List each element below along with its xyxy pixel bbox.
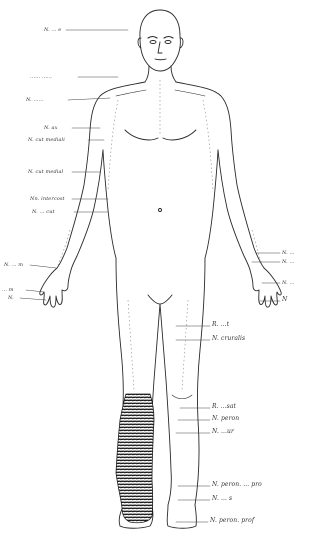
- left-hand: [40, 268, 71, 307]
- left-eyebrow: [148, 37, 157, 39]
- mouth: [155, 59, 166, 60]
- label-left-8: N. ... cut: [32, 209, 55, 215]
- right-leg-inner: [160, 304, 171, 505]
- crotch: [148, 295, 172, 304]
- label-right-9: N. ...ur: [212, 429, 234, 435]
- navel: [159, 209, 162, 212]
- right-foot: [167, 505, 196, 528]
- left-eye: [150, 41, 156, 44]
- label-right-10: N. peron. ... pro: [212, 482, 262, 488]
- torso-right: [205, 150, 218, 258]
- chest-right: [163, 130, 196, 140]
- right-eye: [165, 41, 171, 44]
- neck-left: [145, 66, 149, 82]
- label-left-6: N. cut medial: [28, 169, 63, 175]
- label-right-3: N. ...: [282, 280, 295, 286]
- label-right-5: R. ...t: [212, 322, 229, 328]
- label-right-2: N. ...: [282, 259, 295, 265]
- torso-left: [103, 150, 116, 258]
- right-shoulder-arm-outer: [176, 82, 264, 268]
- label-left-2: ...... ......: [30, 74, 52, 80]
- label-left-4: N. ax: [44, 125, 58, 131]
- label-right-1: N. ...: [282, 250, 295, 256]
- clavicle-left: [116, 90, 146, 96]
- chest-left: [125, 130, 158, 140]
- label-left-3: N. ......: [26, 97, 44, 103]
- neck-right: [171, 66, 176, 82]
- clavicle-right: [175, 90, 205, 96]
- label-left-10: ... m: [2, 287, 14, 293]
- label-right-11: N. ... s: [212, 496, 232, 502]
- label-left-9: N. ... m: [4, 262, 23, 268]
- right-leg-outer: [195, 258, 205, 505]
- left-shoulder-arm-outer: [57, 82, 145, 268]
- label-right-7: R. ...sat: [212, 404, 236, 410]
- label-left-5: N. cut mediali: [28, 137, 65, 143]
- label-left-11: N.: [8, 295, 14, 301]
- right-eyebrow: [164, 37, 173, 39]
- label-right-12: N. peron. prof: [210, 518, 254, 524]
- label-right-6: N. cruralis: [212, 336, 245, 342]
- right-knee: [172, 395, 192, 399]
- label-right-4: N: [282, 297, 287, 303]
- label-right-8: N. peron: [212, 416, 239, 422]
- label-left-7: Nn. intercost: [30, 196, 65, 202]
- head-outline: [140, 10, 180, 71]
- left-arm-inner: [71, 150, 103, 270]
- hatched-shin-region: [116, 394, 154, 523]
- label-left-1: N. ... e: [44, 27, 61, 33]
- right-arm-inner: [218, 150, 250, 270]
- nose: [158, 42, 162, 53]
